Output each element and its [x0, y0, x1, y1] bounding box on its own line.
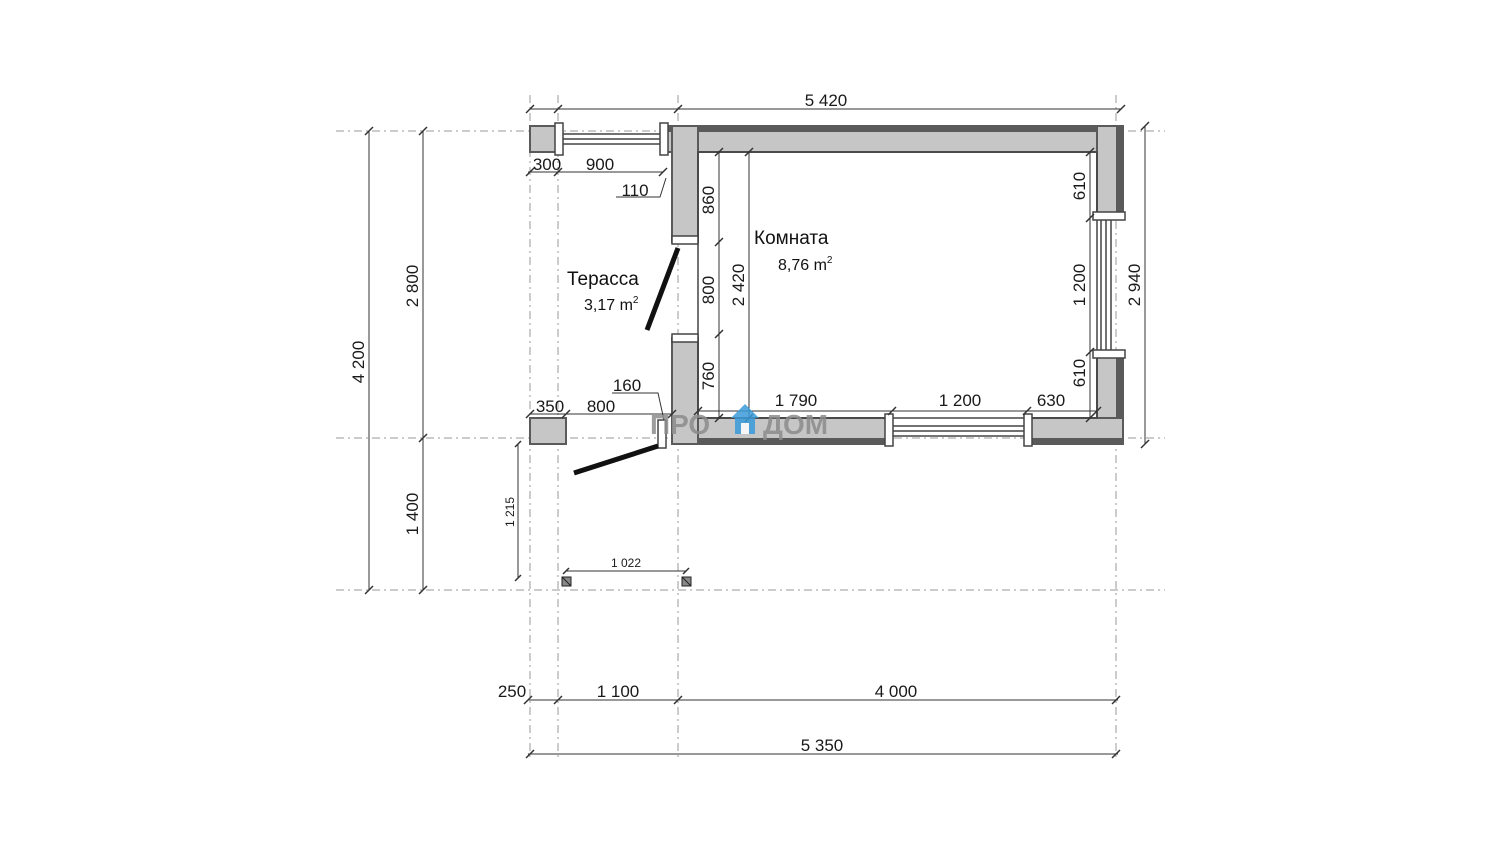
posts — [561, 576, 692, 587]
dim-right-1200: 1 200 — [1070, 264, 1089, 307]
logo-right-text: ДОМ — [763, 409, 828, 440]
jamb-8 — [671, 333, 699, 343]
terrace-name: Терасса — [567, 269, 639, 290]
jamb-6 — [1023, 413, 1033, 447]
leader-160 — [612, 392, 665, 421]
post-right-cross — [681, 576, 692, 587]
dim-outer-4200: 4 200 — [349, 341, 368, 384]
dim-bottom-160: 160 — [613, 376, 641, 395]
dim-base-4000: 4 000 — [875, 682, 918, 701]
leader-110 — [616, 177, 667, 198]
room-inner-outline — [697, 151, 1098, 419]
jamb-4 — [1092, 349, 1126, 359]
dim-left-760: 760 — [699, 362, 718, 390]
jamb-5 — [884, 413, 894, 447]
room-area: 8,76 m2 — [778, 255, 833, 274]
wall-top-dark-edge — [665, 126, 1123, 132]
walls — [529, 125, 1124, 445]
terrace-area-sup: 2 — [633, 295, 639, 306]
dim-top-900: 900 — [586, 155, 614, 174]
dim-left-800: 800 — [699, 276, 718, 304]
dim-top-110: 110 — [621, 181, 648, 200]
jamb-7 — [671, 235, 699, 245]
dim-inner-2420: 2 420 — [729, 264, 748, 307]
dim-right-610-top: 610 — [1070, 172, 1089, 200]
dimension-labels: 5 420 300 900 110 860 800 760 2 420 610 … — [349, 91, 1144, 755]
jamb-2 — [659, 122, 669, 156]
jamb-1 — [554, 122, 564, 156]
room-area-value: 8,76 m — [778, 257, 827, 274]
dim-bottom-630: 630 — [1037, 391, 1065, 410]
room-area-sup: 2 — [827, 255, 833, 266]
wall-right-lower-dark — [1116, 352, 1123, 444]
wall-right-upper-dark — [1116, 126, 1123, 218]
dim-base-250: 250 — [498, 682, 526, 701]
door-room — [644, 247, 681, 331]
dim-left-860: 860 — [699, 186, 718, 214]
terrace-area-value: 3,17 m — [584, 297, 633, 314]
terrace-stub-bottom — [529, 417, 567, 445]
doors — [573, 247, 681, 476]
jamb-3 — [1092, 211, 1126, 221]
dimension-lines — [364, 104, 1150, 759]
dim-base-1100: 1 100 — [597, 682, 640, 701]
dim-bottom-1200: 1 200 — [939, 391, 982, 410]
room-name: Комната — [754, 228, 829, 249]
dim-base-total: 5 350 — [801, 736, 844, 755]
logo-left-text: ПРО — [650, 409, 710, 440]
dimension-ticks — [364, 104, 1150, 759]
logo-watermark: ПРО ДОМ — [650, 404, 828, 440]
house-icon — [731, 404, 759, 434]
dim-right-overall: 2 940 — [1125, 264, 1144, 307]
dim-bottom-350: 350 — [536, 397, 564, 416]
wall-bottom-left-dark — [672, 438, 892, 444]
dim-outer-2800: 2 800 — [403, 265, 422, 308]
room-labels: Комната 8,76 m2 Терасса 3,17 m2 — [567, 228, 833, 314]
dim-bottom-800: 800 — [587, 397, 615, 416]
dim-bottom-1790: 1 790 — [775, 391, 818, 410]
windows — [554, 122, 1126, 449]
jamb-9 — [657, 419, 667, 449]
dim-post-1215: 1 215 — [503, 497, 517, 527]
terrace-area: 3,17 m2 — [584, 295, 639, 314]
dim-top-overall: 5 420 — [805, 91, 848, 110]
dim-outer-1400: 1 400 — [403, 493, 422, 536]
dim-top-300: 300 — [533, 155, 561, 174]
wall-partition-upper — [671, 125, 699, 243]
wall-bottom-right-dark — [1027, 438, 1123, 444]
dim-right-610-bottom: 610 — [1070, 359, 1089, 387]
dim-post-1022: 1 022 — [611, 556, 641, 570]
door-terrace — [573, 443, 659, 476]
post-left-cross — [561, 576, 572, 587]
